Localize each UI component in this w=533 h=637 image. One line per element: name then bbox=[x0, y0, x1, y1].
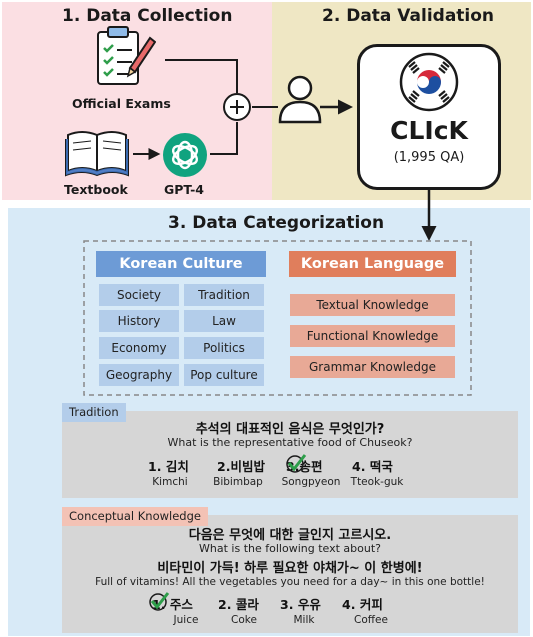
validation-title: 2. Data Validation bbox=[322, 6, 495, 26]
example1-option-en: Tteok-guk bbox=[350, 476, 404, 488]
pen-icon bbox=[126, 36, 156, 78]
categorization-title: 3. Data Categorization bbox=[168, 213, 385, 233]
openai-logo-icon bbox=[163, 133, 207, 177]
example1-question-en: What is the representative food of Chuse… bbox=[167, 436, 413, 449]
example2-option: 4. 커피 bbox=[342, 597, 383, 612]
example2-question-en: What is the following text about? bbox=[199, 542, 381, 555]
example1-option: 1. 김치 bbox=[148, 459, 189, 474]
textbook-label: Textbook bbox=[64, 182, 128, 197]
language-item: Grammar Knowledge bbox=[290, 356, 455, 378]
culture-item: Pop culture bbox=[184, 364, 264, 386]
example1-option-en: Kimchi bbox=[152, 476, 188, 488]
plus-circle-icon bbox=[223, 93, 251, 121]
example2-option-en: Milk bbox=[293, 614, 315, 626]
culture-item: Law bbox=[184, 310, 264, 332]
checkmark-icon bbox=[149, 592, 170, 611]
korean-culture-header: Korean Culture bbox=[96, 251, 266, 277]
example-tradition-box bbox=[62, 411, 518, 498]
language-item: Functional Knowledge bbox=[290, 325, 455, 347]
example1-option: 2.비빔밥 bbox=[217, 459, 265, 474]
clipboard-checklist-icon bbox=[97, 26, 156, 85]
culture-item: Geography bbox=[99, 364, 179, 386]
culture-item: Society bbox=[99, 284, 179, 306]
example-conceptual-box bbox=[62, 515, 518, 633]
culture-item: Politics bbox=[184, 337, 264, 359]
checkmark-icon bbox=[286, 454, 307, 473]
collection-title: 1. Data Collection bbox=[62, 6, 233, 26]
example-tradition-tag: Tradition bbox=[62, 403, 126, 422]
culture-item: Economy bbox=[99, 337, 179, 359]
korean-flag-icon bbox=[399, 52, 459, 112]
culture-item: History bbox=[99, 310, 179, 332]
example1-option-en: Songpyeon bbox=[281, 476, 341, 488]
example2-option: 2. 콜라 bbox=[218, 597, 259, 612]
dataset-count: (1,995 QA) bbox=[393, 150, 465, 165]
korean-language-header: Korean Language bbox=[289, 251, 456, 277]
language-item: Textual Knowledge bbox=[290, 294, 455, 316]
example1-option: 4. 떡국 bbox=[352, 459, 393, 474]
culture-item: Tradition bbox=[184, 284, 264, 306]
dataset-name: CLIcK bbox=[390, 116, 468, 145]
example2-passage-ko: 비타민이 가득! 하루 필요한 야채가~ 이 한병에! bbox=[157, 561, 423, 576]
example1-question-ko: 추석의 대표적인 음식은 무엇인가? bbox=[195, 422, 385, 437]
example2-question-ko: 다음은 무엇에 대한 글인지 고르시오. bbox=[188, 528, 392, 543]
example2-passage-en: Full of vitamins! All the vegetables you… bbox=[95, 576, 485, 588]
example2-option-en: Juice bbox=[173, 614, 199, 626]
example1-option-en: Bibimbap bbox=[213, 476, 263, 488]
book-icon bbox=[65, 131, 129, 177]
example2-option-en: Coke bbox=[231, 614, 257, 626]
person-icon bbox=[278, 75, 322, 124]
gpt4-label: GPT-4 bbox=[164, 182, 204, 197]
official-exams-label: Official Exams bbox=[72, 96, 171, 111]
example2-option: 3. 우유 bbox=[280, 597, 321, 612]
example-conceptual-tag: Conceptual Knowledge bbox=[62, 507, 208, 526]
example2-option-en: Coffee bbox=[354, 614, 388, 626]
